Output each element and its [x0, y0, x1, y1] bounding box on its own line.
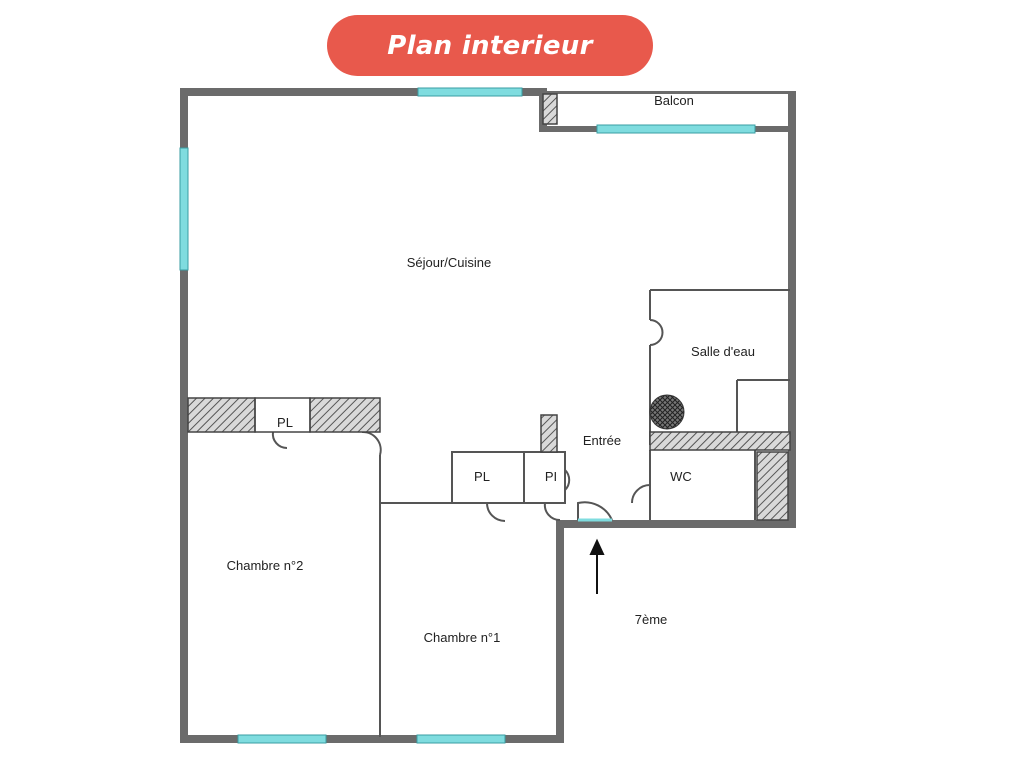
- room-label-chambre2: Chambre n°2: [227, 558, 304, 573]
- title-badge: Plan interieur: [327, 15, 653, 76]
- structural-columns: [187, 93, 791, 521]
- room-label-entree: Entrée: [583, 433, 621, 448]
- placard-upper-frame: [254, 397, 311, 433]
- room-label-pl-middle: PL: [474, 469, 490, 484]
- room-label-wc: WC: [670, 469, 692, 484]
- room-label-pl-small: PI: [545, 469, 557, 484]
- page-title: Plan interieur: [387, 30, 593, 61]
- windows: [179, 87, 756, 744]
- entry-arrow-icon: [589, 538, 605, 594]
- floor-label: 7ème: [635, 612, 668, 627]
- room-label-balcon: Balcon: [654, 93, 694, 108]
- room-label-pl-upper: PL: [277, 415, 293, 430]
- room-label-salle-eau: Salle d'eau: [691, 344, 755, 359]
- room-label-chambre1: Chambre n°1: [424, 630, 501, 645]
- room-label-sejour: Séjour/Cuisine: [407, 255, 492, 270]
- shower-drain-icon: [649, 394, 685, 430]
- interior-walls: [271, 289, 790, 737]
